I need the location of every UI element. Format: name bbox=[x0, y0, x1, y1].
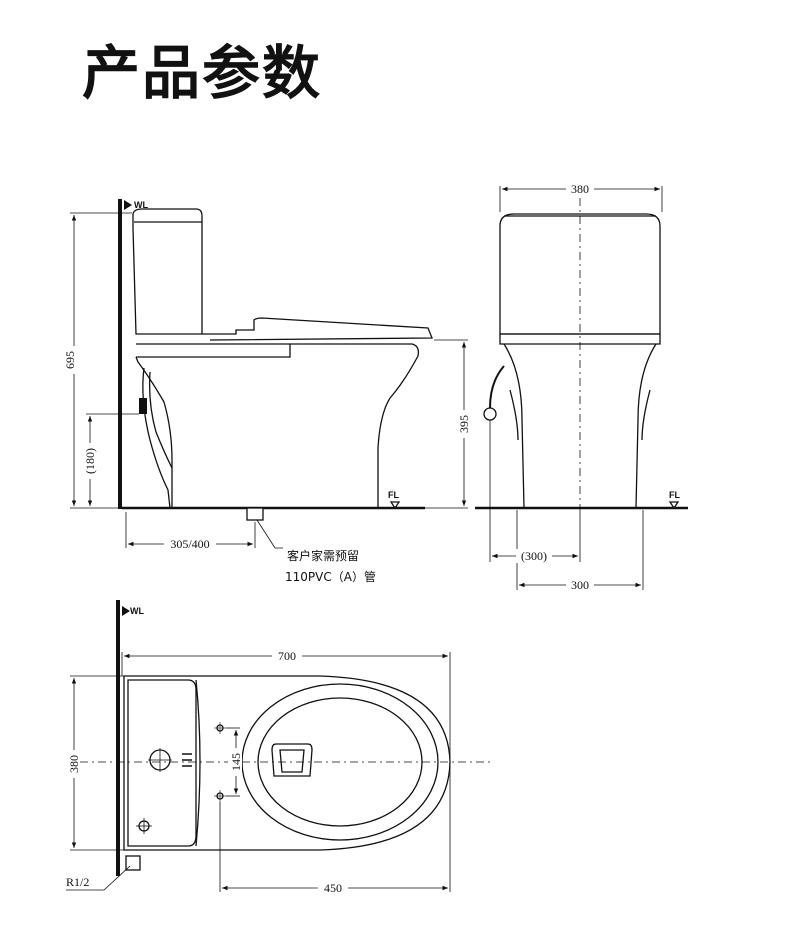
front-inlet-valve bbox=[483, 407, 497, 421]
top-hinge-inner bbox=[279, 749, 305, 773]
dim-height-total: 695 bbox=[63, 351, 77, 369]
front-skirt-right bbox=[641, 389, 651, 441]
side-trapway-inner bbox=[148, 371, 173, 469]
side-wall bbox=[118, 199, 122, 509]
front-body-right bbox=[635, 343, 657, 509]
wl-marker-icon bbox=[124, 200, 132, 210]
front-seat bbox=[499, 333, 661, 345]
front-body-left bbox=[503, 343, 525, 509]
inlet-thread-label: R1/2 bbox=[66, 875, 89, 889]
side-trapway bbox=[142, 367, 171, 509]
side-wl-label: WL bbox=[134, 200, 148, 210]
side-body-back bbox=[135, 356, 173, 508]
dim-base-width: 300 bbox=[571, 578, 589, 592]
note-leader bbox=[256, 519, 283, 549]
side-seat-lid bbox=[202, 317, 433, 341]
front-skirt-left bbox=[509, 389, 519, 441]
dim-bolt-spacing: 145 bbox=[229, 753, 243, 771]
front-fl-label: FL bbox=[669, 490, 680, 500]
front-inlet-hose bbox=[489, 365, 505, 409]
top-inlet-valve bbox=[125, 855, 141, 871]
dim-inlet-offset: (300) bbox=[521, 549, 547, 563]
dim-rough-in: 305/400 bbox=[170, 537, 209, 551]
side-drain-pipe bbox=[246, 507, 264, 521]
dim-top-width: 380 bbox=[67, 755, 81, 773]
page-title: 产品参数 bbox=[82, 39, 323, 107]
side-body-front bbox=[290, 343, 420, 508]
side-tank bbox=[132, 208, 203, 335]
top-wl-label: WL bbox=[130, 606, 144, 616]
dim-height-inlet: (180) bbox=[83, 448, 97, 474]
top-hinge-plate bbox=[271, 743, 313, 777]
front-fl-marker-icon bbox=[668, 501, 680, 510]
top-tank bbox=[127, 679, 197, 847]
top-tank-edge bbox=[195, 679, 201, 847]
side-view bbox=[70, 199, 468, 549]
fl-marker-icon bbox=[389, 501, 401, 510]
dim-bolt-to-front: 450 bbox=[324, 881, 342, 895]
top-outline bbox=[123, 675, 451, 851]
top-wl-marker-icon bbox=[122, 606, 130, 616]
note-line-1: 客户家需预留 bbox=[287, 548, 359, 563]
note-line-2: 110PVC（A）管 bbox=[285, 569, 376, 584]
flush-indicator-icon bbox=[182, 753, 192, 767]
top-view bbox=[66, 600, 490, 892]
side-inlet-valve bbox=[139, 398, 147, 414]
side-fl-label: FL bbox=[388, 490, 399, 500]
top-wall bbox=[116, 600, 120, 876]
front-tank bbox=[499, 213, 661, 335]
side-shelf bbox=[136, 343, 291, 358]
front-view bbox=[475, 186, 688, 590]
dim-front-width: 380 bbox=[571, 182, 589, 196]
dim-height-seat: 395 bbox=[457, 415, 471, 433]
dim-length: 700 bbox=[278, 649, 296, 663]
thread-leader bbox=[66, 865, 131, 891]
